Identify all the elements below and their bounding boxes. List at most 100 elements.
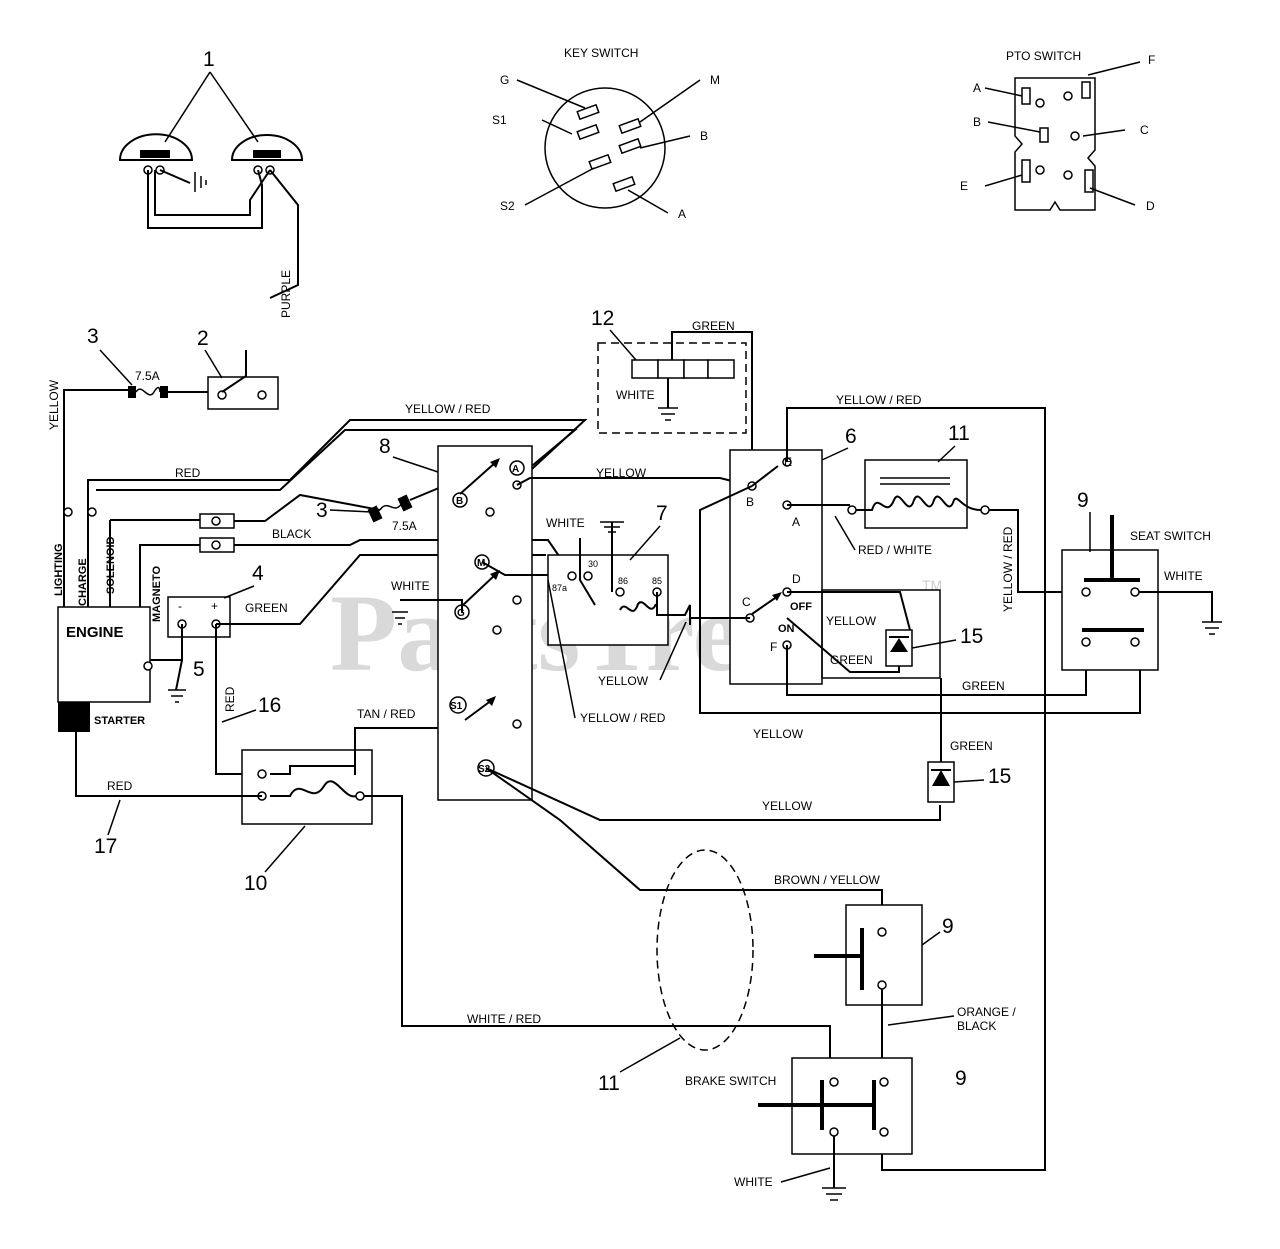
connector-14 <box>597 331 753 480</box>
callout-15b: 15 <box>988 765 1011 788</box>
pto-term-f: F <box>1148 53 1155 67</box>
leader-white-brake <box>780 1167 831 1183</box>
callout-12: 10 <box>244 872 267 895</box>
callout-13: 11 <box>948 422 970 445</box>
wire-label-green-14: GREEN <box>692 319 735 333</box>
engine-label: ENGINE <box>66 624 124 641</box>
wire-label-green-battery: GREEN <box>245 601 288 615</box>
wire-label-red-starter: RED <box>107 779 133 793</box>
engine-leads <box>63 486 153 671</box>
leader-14 <box>609 329 637 361</box>
engine-lead-magneto: MAGNETO <box>151 566 163 622</box>
leader-17 <box>107 799 121 836</box>
fuse-top <box>128 386 210 398</box>
ksb-m: M <box>477 558 485 569</box>
relay <box>547 521 691 646</box>
watermark-tm: TM <box>922 577 942 593</box>
wire-label-white-brake: WHITE <box>734 1175 773 1189</box>
callout-8: 8 <box>379 435 391 458</box>
leader-3a <box>99 349 133 386</box>
callout-2: 2 <box>197 327 209 350</box>
brake-switch-title: BRAKE SWITCH <box>685 1074 776 1088</box>
callout-11: 11 <box>598 1072 620 1095</box>
pto-term-d: D <box>1146 199 1155 213</box>
key-switch-term-s1: S1 <box>492 113 507 127</box>
leader-13 <box>937 445 956 463</box>
callout-6: 6 <box>845 425 857 448</box>
callout-17: 17 <box>94 835 117 858</box>
relay-pin-86: 86 <box>618 576 628 586</box>
pto-block-d: D <box>792 572 801 586</box>
wire-label-yellow-red-1: YELLOW / RED <box>405 402 491 416</box>
pto-block-e: E <box>784 455 792 469</box>
key-switch-term-b: B <box>700 129 708 143</box>
battery-minus: - <box>178 599 182 613</box>
pto-term-b: B <box>973 115 981 129</box>
pto-switch-block <box>690 407 1141 1171</box>
leader-11 <box>619 1037 681 1073</box>
fuse-middle-rating: 7.5A <box>392 519 417 533</box>
pto-block-off: OFF <box>790 601 812 613</box>
leader-3b <box>329 509 373 513</box>
leader-2 <box>204 349 223 379</box>
pto-clutch-coil <box>847 459 1075 593</box>
engine-harness <box>87 419 588 573</box>
wire-label-white-g: WHITE <box>391 579 430 593</box>
wire-label-black: BLACK <box>272 527 311 541</box>
leader-8 <box>392 456 439 473</box>
ksb-s2: S2 <box>478 764 491 775</box>
leader-16 <box>221 709 257 723</box>
pto-block-a: A <box>792 515 800 529</box>
callout-16: 16 <box>258 694 281 717</box>
leader-4 <box>223 585 255 599</box>
wire-label-yellow-bottom: YELLOW <box>753 727 804 741</box>
diode-lower <box>927 678 955 803</box>
callout-10: 9 <box>942 915 954 938</box>
pto-term-a: A <box>973 81 981 95</box>
starter-label: STARTER <box>94 715 145 727</box>
key-switch-term-a: A <box>678 207 686 221</box>
pto-switch-diagram <box>984 61 1141 211</box>
relay-pin-85: 85 <box>652 576 662 586</box>
starter-block <box>58 702 90 732</box>
pto-block-c: C <box>742 595 751 609</box>
ksb-b: B <box>456 496 463 507</box>
wire-label-yellow-red-relay: YELLOW / RED <box>580 711 666 725</box>
wire-label-yellow-diode: YELLOW <box>826 614 877 628</box>
wire-label-white-seat: WHITE <box>1164 569 1203 583</box>
wire-label-red-1: RED <box>175 466 201 480</box>
wire-yellow-lighting <box>63 389 130 510</box>
wire-label-yellow-red-pto: YELLOW / RED <box>836 393 922 407</box>
pto-switch-title: PTO SWITCH <box>1006 49 1081 63</box>
seat-switch-title: SEAT SWITCH <box>1130 529 1211 543</box>
fuse-top-rating: 7.5A <box>135 369 160 383</box>
leader-red-white <box>834 515 856 551</box>
pto-block-b: B <box>746 495 754 509</box>
callout-1: 1 <box>203 48 215 71</box>
wire-label-green-lower: GREEN <box>950 739 993 753</box>
pto-block-f: F <box>770 640 777 654</box>
wire-label-red-battery: RED <box>223 686 237 712</box>
wire-label-red-white: RED / WHITE <box>858 543 932 557</box>
headlights <box>118 133 304 299</box>
key-switch-diagram <box>516 79 701 214</box>
callout-14: 12 <box>591 307 614 330</box>
light-switch <box>207 350 279 410</box>
key-switch-term-s2: S2 <box>500 199 515 213</box>
wire-label-tan-red: TAN / RED <box>357 707 416 721</box>
key-switch-term-m: M <box>710 73 720 87</box>
leader-15a <box>911 639 957 649</box>
wire-label-green-seat: GREEN <box>962 679 1005 693</box>
leader-10 <box>921 931 941 946</box>
ksb-g: G <box>457 608 465 619</box>
leader-yellow-red-relay <box>547 579 576 719</box>
wire-label-white-14: WHITE <box>616 388 655 402</box>
wire-label-white-relay: WHITE <box>546 516 585 530</box>
callout-9b: 9 <box>955 1067 967 1090</box>
relay-pin-30: 30 <box>588 559 598 569</box>
callout-3a: 3 <box>87 325 99 348</box>
battery-plus: + <box>211 599 218 613</box>
engine-lead-solenoid: SOLENOID <box>105 536 117 594</box>
callout-15a: 15 <box>960 625 983 648</box>
